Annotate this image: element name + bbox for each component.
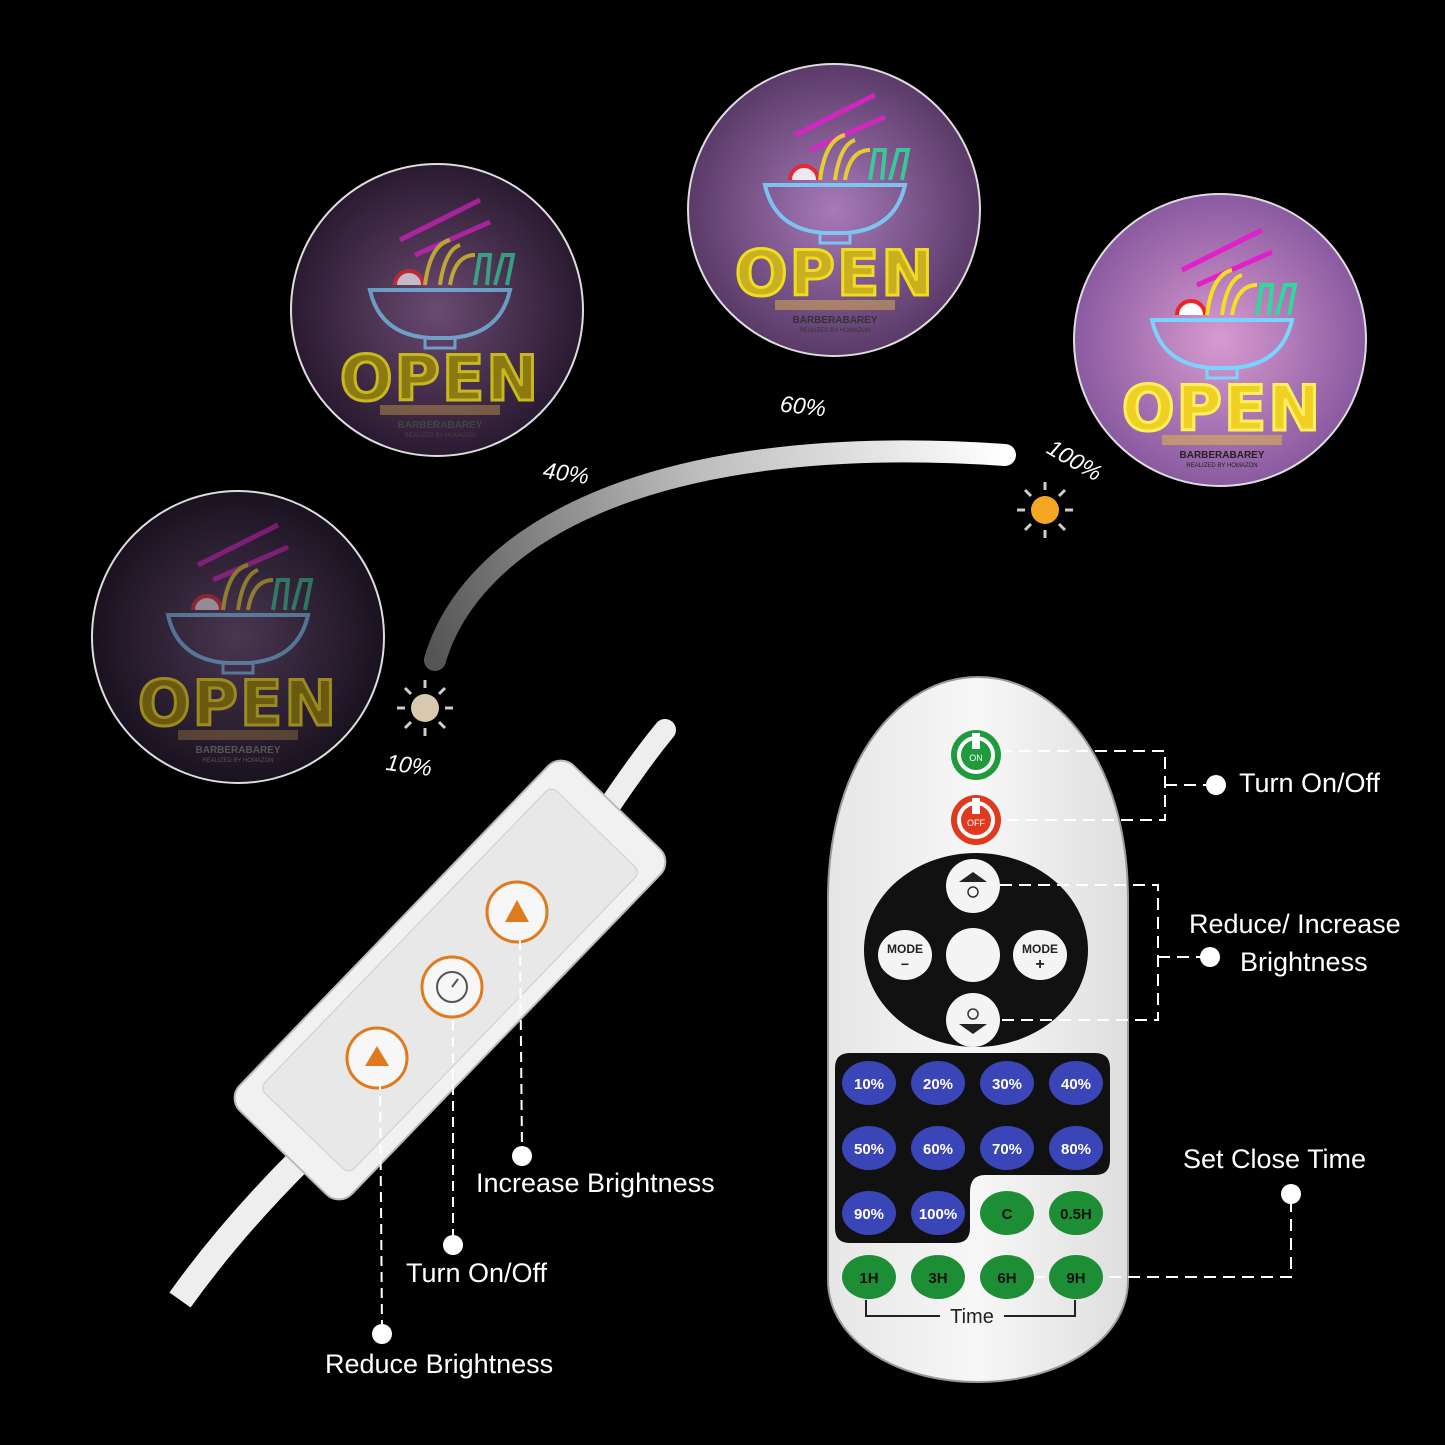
percent-button[interactable]: 20% <box>911 1061 965 1105</box>
sign-brand: BARBERABAREY <box>1179 450 1264 461</box>
svg-text:OFF: OFF <box>967 818 985 828</box>
time-bracket <box>865 1300 1076 1317</box>
level-label-60: 60% <box>778 390 828 422</box>
sign-brand-sub: REALIZED BY HOMAZON <box>799 328 870 334</box>
callout-controller-increase: Increase Brightness <box>476 1168 715 1198</box>
brightness-up-button[interactable] <box>946 859 1000 913</box>
svg-text:9H: 9H <box>1066 1270 1085 1287</box>
callout-dot <box>512 1146 532 1166</box>
svg-text:10%: 10% <box>854 1076 884 1093</box>
sign-open-text: OPEN <box>735 237 935 310</box>
brightness-arc <box>424 440 1016 671</box>
sign-brand-sub: REALIZED BY HOMAZON <box>404 433 475 439</box>
svg-text:ON: ON <box>969 753 983 763</box>
mode-minus-button[interactable]: MODE − <box>878 930 932 980</box>
callout-controller-reduce: Reduce Brightness <box>325 1349 554 1379</box>
callout-remote-brightness-1: Reduce/ Increase <box>1189 909 1401 939</box>
svg-text:80%: 80% <box>1061 1141 1091 1158</box>
sign-open-text: OPEN <box>1122 372 1322 445</box>
sign-brand-sub: REALIZED BY HOMAZON <box>202 758 273 764</box>
svg-text:50%: 50% <box>854 1141 884 1158</box>
svg-text:MODE: MODE <box>1022 942 1058 956</box>
svg-text:100%: 100% <box>919 1206 957 1223</box>
svg-text:20%: 20% <box>923 1076 953 1093</box>
keypad-background <box>835 1053 1110 1243</box>
callout-remote-brightness-2: Brightness <box>1240 947 1368 977</box>
svg-text:30%: 30% <box>992 1076 1022 1093</box>
mode-plus-button[interactable]: MODE + <box>1013 930 1067 980</box>
svg-text:90%: 90% <box>854 1206 884 1223</box>
brightness-preview-60: OPEN BARBERABAREY REALIZED BY HOMAZON <box>687 63 981 357</box>
timer-button[interactable]: 9H <box>1049 1255 1103 1299</box>
timer-button[interactable]: 6H <box>980 1255 1034 1299</box>
percent-button[interactable]: 10% <box>842 1061 896 1105</box>
callout-remote-timer: Set Close Time <box>1183 1144 1367 1174</box>
percent-button[interactable]: 90% <box>842 1191 896 1235</box>
brightness-preview-40: OPEN BARBERABAREY REALIZED BY HOMAZON <box>290 163 584 457</box>
callout-dot <box>372 1324 392 1344</box>
controller-callout-lines <box>379 939 523 1329</box>
controller-reduce-button[interactable] <box>345 1026 409 1090</box>
brightness-preview-10: OPEN BARBERABAREY REALIZED BY HOMAZON <box>91 490 385 784</box>
svg-text:C: C <box>1002 1206 1013 1223</box>
percent-button[interactable]: 80% <box>1049 1126 1103 1170</box>
percent-button[interactable]: 100% <box>911 1191 965 1235</box>
remote-on-button[interactable]: ON <box>951 730 1001 780</box>
dim-sun-icon <box>397 680 453 736</box>
percent-button[interactable]: 70% <box>980 1126 1034 1170</box>
callout-dot <box>443 1235 463 1255</box>
percent-button[interactable]: 30% <box>980 1061 1034 1105</box>
remote-off-button[interactable]: OFF <box>951 795 1001 845</box>
timer-button[interactable]: 3H <box>911 1255 965 1299</box>
callout-controller-power: Turn On/Off <box>406 1258 548 1288</box>
remote-callout-lines <box>1000 750 1292 1278</box>
svg-text:+: + <box>1035 956 1044 973</box>
svg-text:70%: 70% <box>992 1141 1022 1158</box>
sign-brand-sub: REALIZED BY HOMAZON <box>1186 463 1257 469</box>
timer-button[interactable]: 0.5H <box>1049 1191 1103 1235</box>
cable <box>169 1150 310 1308</box>
svg-text:MODE: MODE <box>887 942 923 956</box>
percent-button[interactable]: 40% <box>1049 1061 1103 1105</box>
percent-button[interactable]: 60% <box>911 1126 965 1170</box>
controller-power-button[interactable] <box>420 955 484 1019</box>
svg-text:3H: 3H <box>928 1270 947 1287</box>
callout-dot <box>1200 947 1220 967</box>
sign-brand: BARBERABAREY <box>195 745 280 756</box>
svg-text:40%: 40% <box>1061 1076 1091 1093</box>
sign-open-text: OPEN <box>138 667 338 740</box>
brightness-down-button[interactable] <box>946 993 1000 1047</box>
callout-remote-power: Turn On/Off <box>1239 768 1381 798</box>
brightness-preview-100: OPEN BARBERABAREY REALIZED BY HOMAZON <box>1073 193 1367 487</box>
sign-brand: BARBERABAREY <box>397 420 482 431</box>
svg-text:60%: 60% <box>923 1141 953 1158</box>
svg-text:1H: 1H <box>859 1270 878 1287</box>
svg-text:−: − <box>901 956 909 972</box>
sign-open-text: OPEN <box>340 342 540 415</box>
center-button[interactable] <box>946 928 1000 982</box>
percent-button[interactable]: 50% <box>842 1126 896 1170</box>
timer-button[interactable]: 1H <box>842 1255 896 1299</box>
svg-text:0.5H: 0.5H <box>1060 1206 1092 1223</box>
controller-increase-button[interactable] <box>485 880 549 944</box>
time-label: Time <box>950 1306 994 1328</box>
sign-brand: BARBERABAREY <box>792 315 877 326</box>
callout-dot <box>1281 1184 1301 1204</box>
bright-sun-icon <box>1017 482 1073 538</box>
timer-button[interactable]: C <box>980 1191 1034 1235</box>
svg-text:6H: 6H <box>997 1270 1016 1287</box>
callout-dot <box>1206 775 1226 795</box>
